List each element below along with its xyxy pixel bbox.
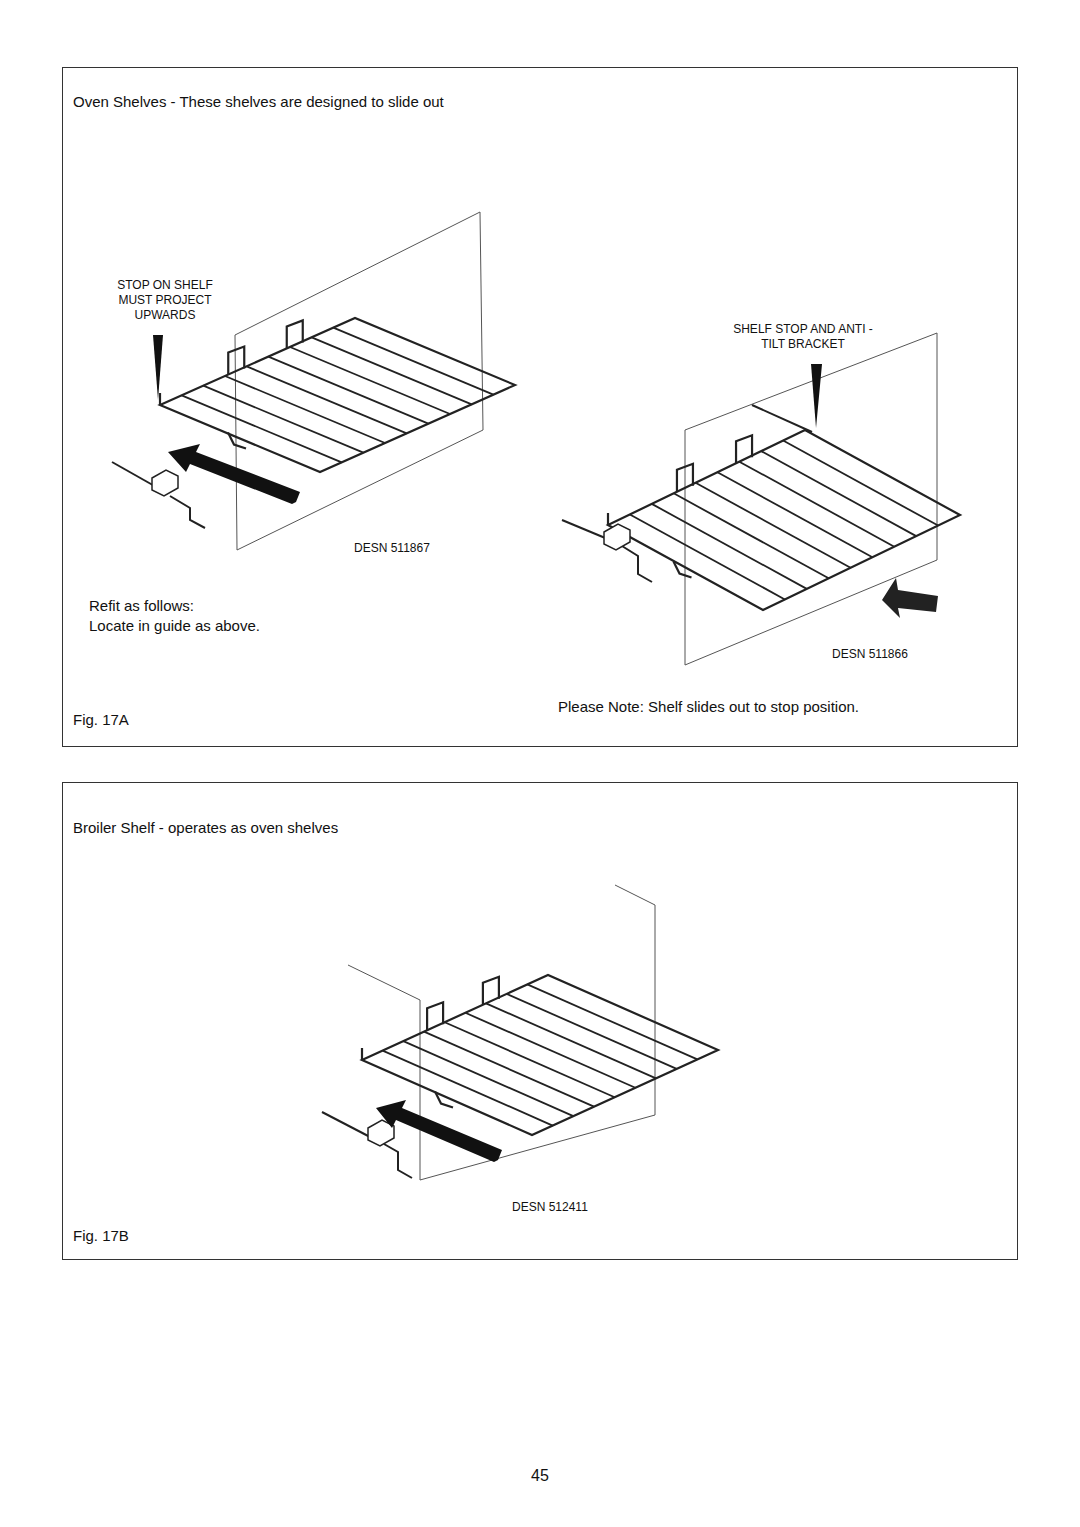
drawing-number: DESN 511866 [832, 647, 908, 662]
shelf-rung [424, 1032, 594, 1107]
shelf-rung [761, 451, 916, 536]
guide-rod [112, 462, 158, 488]
shelf-rung [182, 395, 342, 462]
panel-note: Locate in guide as above. [89, 617, 260, 635]
shelf-stop-loop [287, 320, 303, 348]
shelf-rung [203, 386, 363, 453]
direction-arrows [153, 335, 938, 1162]
drawing-number: DESN 511867 [354, 541, 430, 556]
shelf-rung [486, 1003, 656, 1078]
pointer-wedge [811, 364, 822, 428]
shelf-stop-tip [607, 513, 609, 525]
panel-heading: Oven Shelves - These shelves are designe… [73, 93, 444, 111]
shelf-rung [290, 347, 450, 414]
shelf-rung [268, 357, 428, 424]
shelf-rung [465, 1013, 635, 1088]
shelf-stop-loop [677, 464, 693, 492]
slide-out-arrow [376, 1100, 502, 1162]
callout-text: STOP ON SHELF MUST PROJECT UPWARDS [109, 278, 221, 323]
panel-note: Refit as follows: [89, 597, 194, 615]
shelf-stop-loop [483, 977, 499, 1005]
stop-block [152, 470, 178, 496]
oven-side-plane [235, 212, 483, 550]
shelf-kink [228, 433, 246, 449]
panel-note: Please Note: Shelf slides out to stop po… [558, 698, 859, 716]
shelf-rung [312, 337, 472, 404]
guide-stop-blocks [152, 470, 630, 1146]
oven-wall-planes [235, 212, 937, 1180]
pointer-wedge [153, 335, 163, 400]
shelf-rung [783, 441, 938, 526]
figure-panel: Oven Shelves - These shelves are designe… [62, 67, 1018, 747]
shelf-rung [739, 462, 894, 547]
oven-side-plane [348, 965, 420, 1180]
shelf-stop-loop [736, 435, 752, 463]
shelf-rung [507, 994, 677, 1069]
shelf-kink [435, 1092, 453, 1108]
callout-text: SHELF STOP AND ANTI -TILT BRACKET [728, 322, 878, 352]
shelf-rung [333, 328, 493, 395]
wire-shelves [160, 318, 960, 1135]
oven-side-plane [685, 333, 937, 665]
slide-out-arrow [168, 444, 300, 504]
shelf-frame [608, 430, 960, 610]
guide-rod [752, 405, 812, 432]
shelf-rung [247, 366, 407, 433]
guide-rod [562, 520, 610, 540]
shelf-rung [674, 493, 829, 578]
figure-panel: Broiler Shelf - operates as oven shelves… [62, 782, 1018, 1260]
panel-note: Fig. 17B [73, 1227, 129, 1245]
drawing-number: DESN 512411 [512, 1200, 588, 1215]
shelf-stop-tip [361, 1048, 363, 1060]
shelf-rung [696, 483, 851, 568]
shelf-frame [160, 318, 515, 472]
guide-rod [322, 1112, 372, 1138]
stop-block [604, 524, 630, 550]
guide-rod [622, 546, 652, 582]
shelf-rung [652, 504, 807, 589]
panel-heading: Broiler Shelf - operates as oven shelves [73, 819, 338, 837]
shelf-rung [445, 1022, 615, 1097]
shelf-rung [717, 472, 872, 557]
guide-rod [170, 496, 205, 528]
shelf-frame [362, 975, 718, 1135]
shelf-guides [112, 405, 812, 1178]
shelf-rung [403, 1041, 573, 1116]
guide-rod [384, 1144, 412, 1178]
shelf-rung [630, 514, 785, 599]
push-in-arrow [882, 578, 938, 618]
shelf-kink [674, 562, 692, 578]
shelf-stop-tip [159, 393, 161, 405]
shelf-rung [225, 376, 385, 443]
shelf-stop-loop [427, 1002, 443, 1030]
panel-note: Fig. 17A [73, 711, 129, 729]
shelf-rung [527, 984, 697, 1059]
shelf-stop-loop [228, 347, 244, 375]
page-number: 45 [531, 1466, 549, 1486]
